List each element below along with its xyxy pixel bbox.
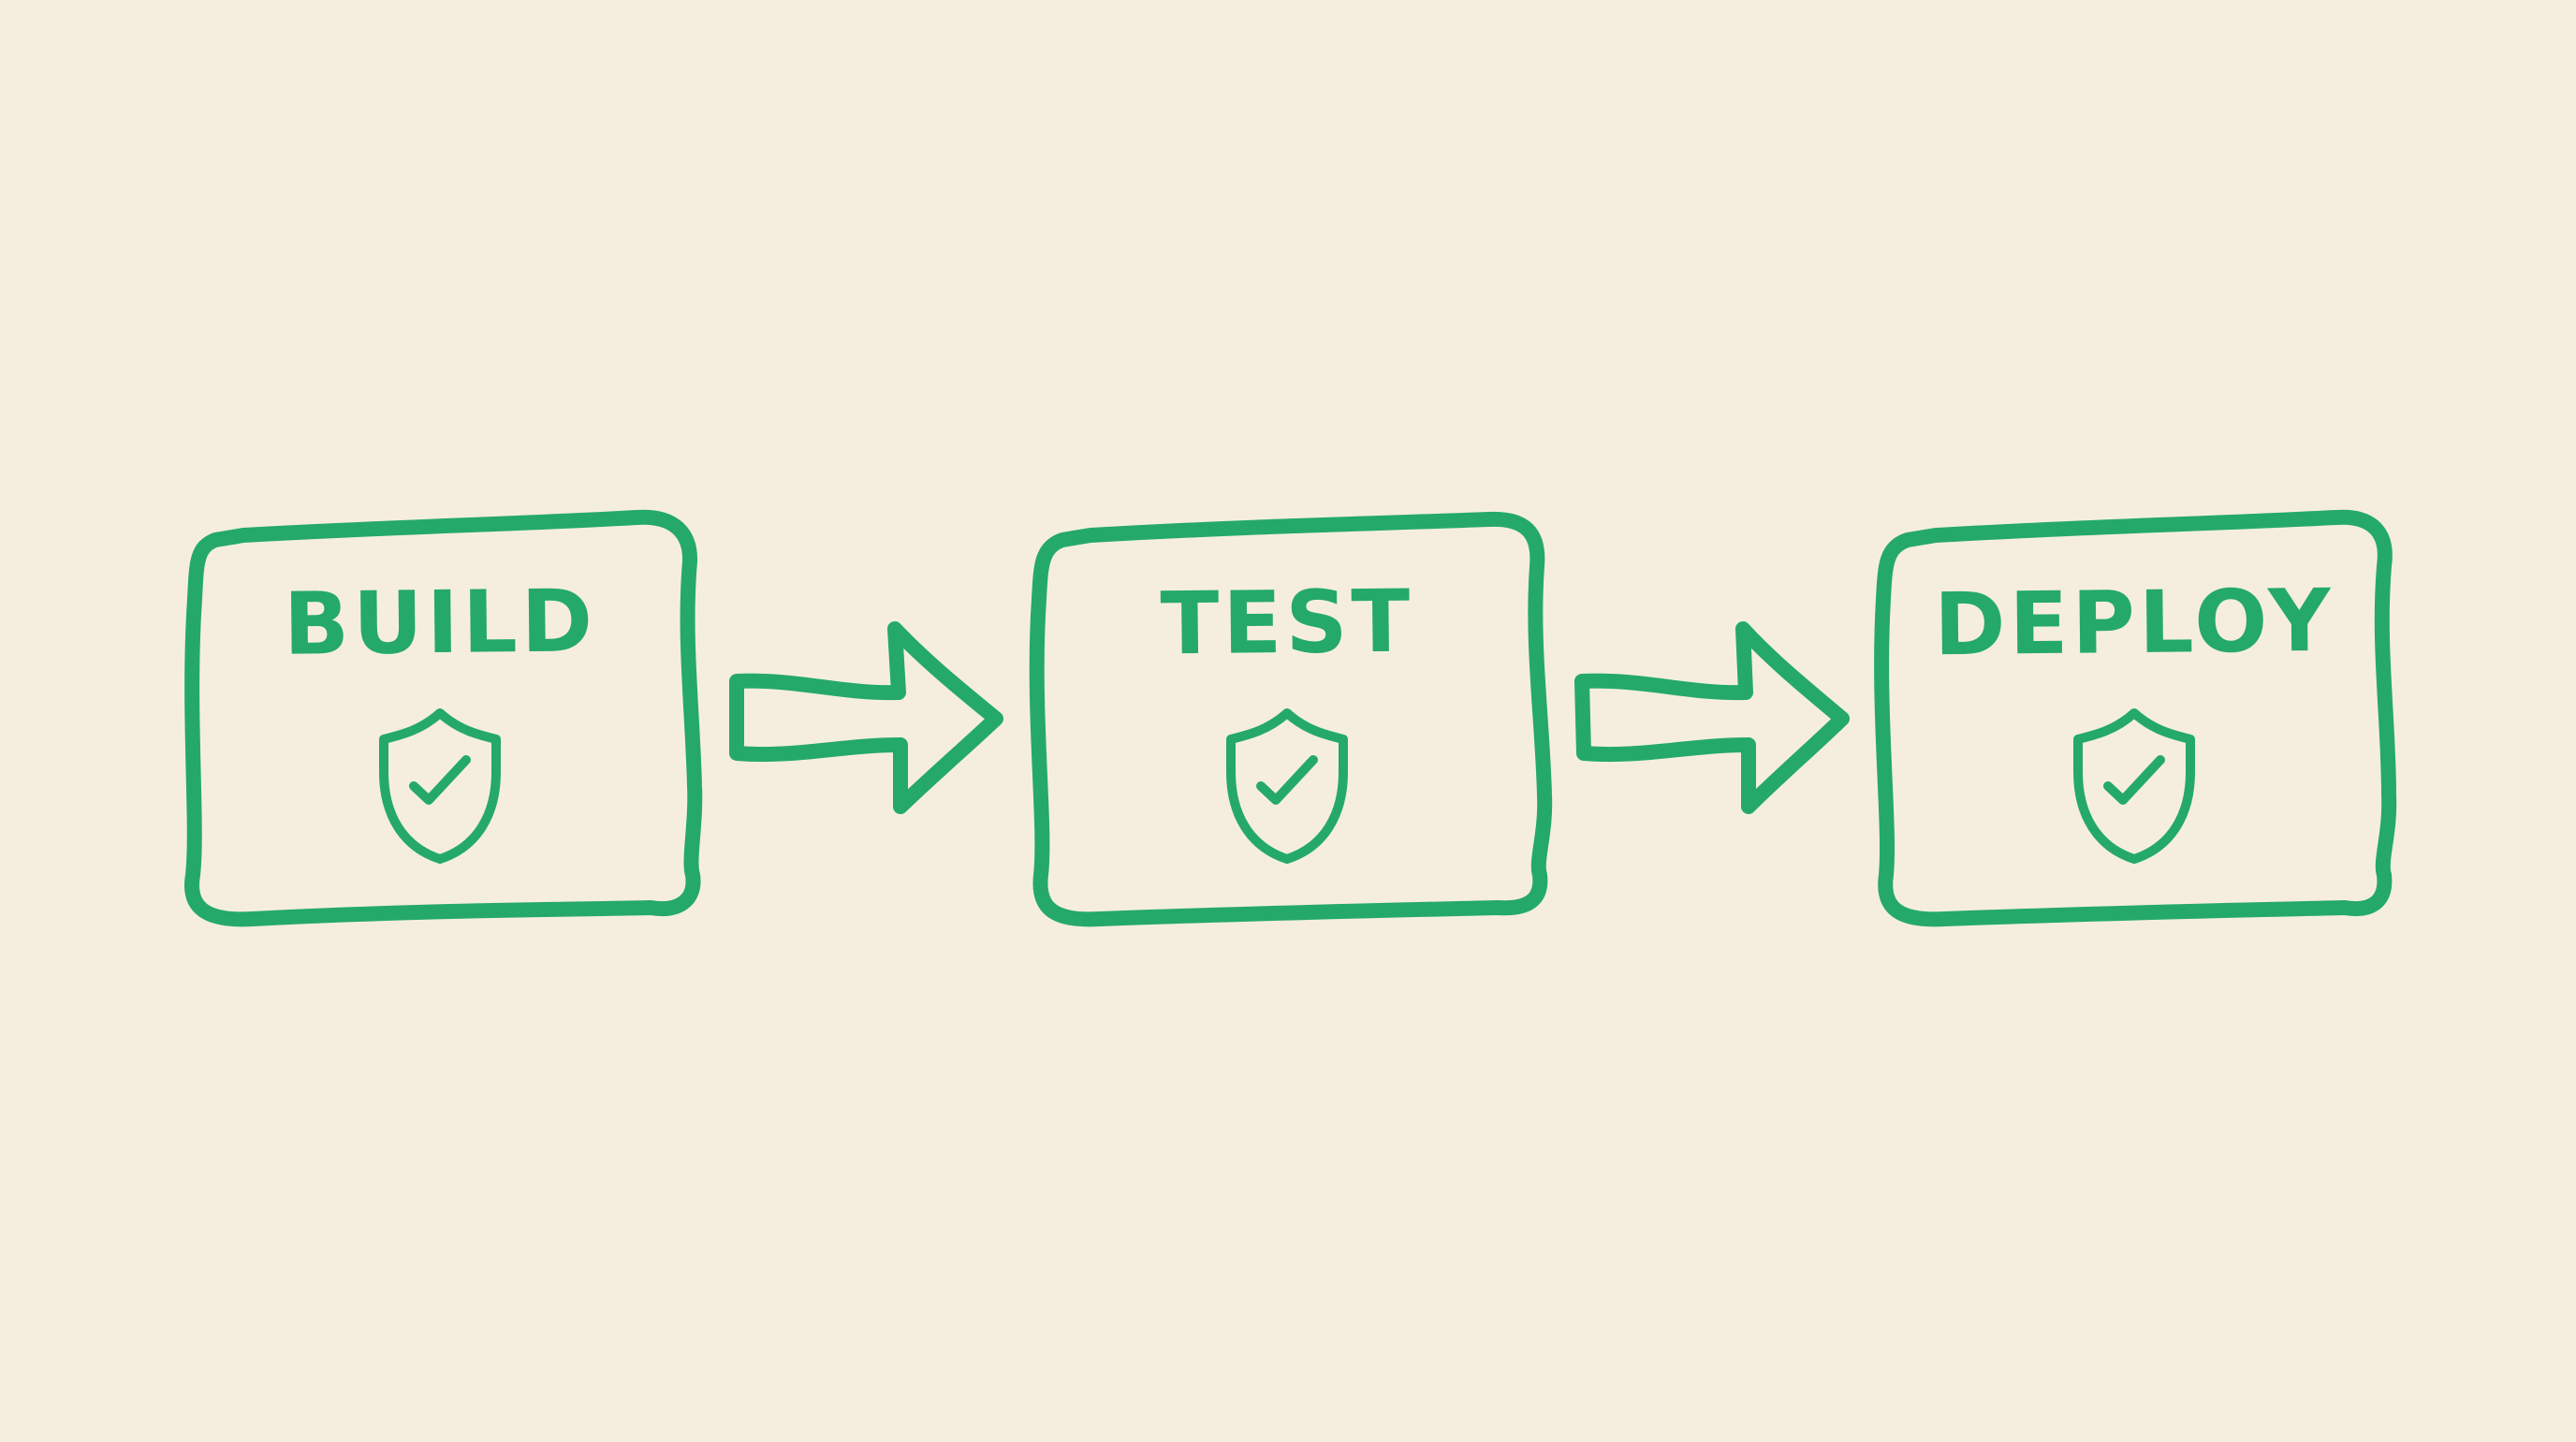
shield-check-icon	[1226, 708, 1348, 864]
arrow-right-icon	[729, 621, 1003, 814]
shield-check-icon	[2073, 708, 2195, 864]
stage-box-deploy	[1874, 509, 2397, 927]
shield-check-icon	[379, 708, 501, 864]
arrow-right-icon	[1574, 621, 1850, 814]
stage-label-build: BUILD	[283, 571, 597, 675]
stage-box-build	[184, 509, 703, 927]
stage-box-test	[1029, 511, 1553, 927]
stage-label-deploy: DEPLOY	[1933, 570, 2335, 676]
stage-label-test: TEST	[1160, 571, 1414, 675]
